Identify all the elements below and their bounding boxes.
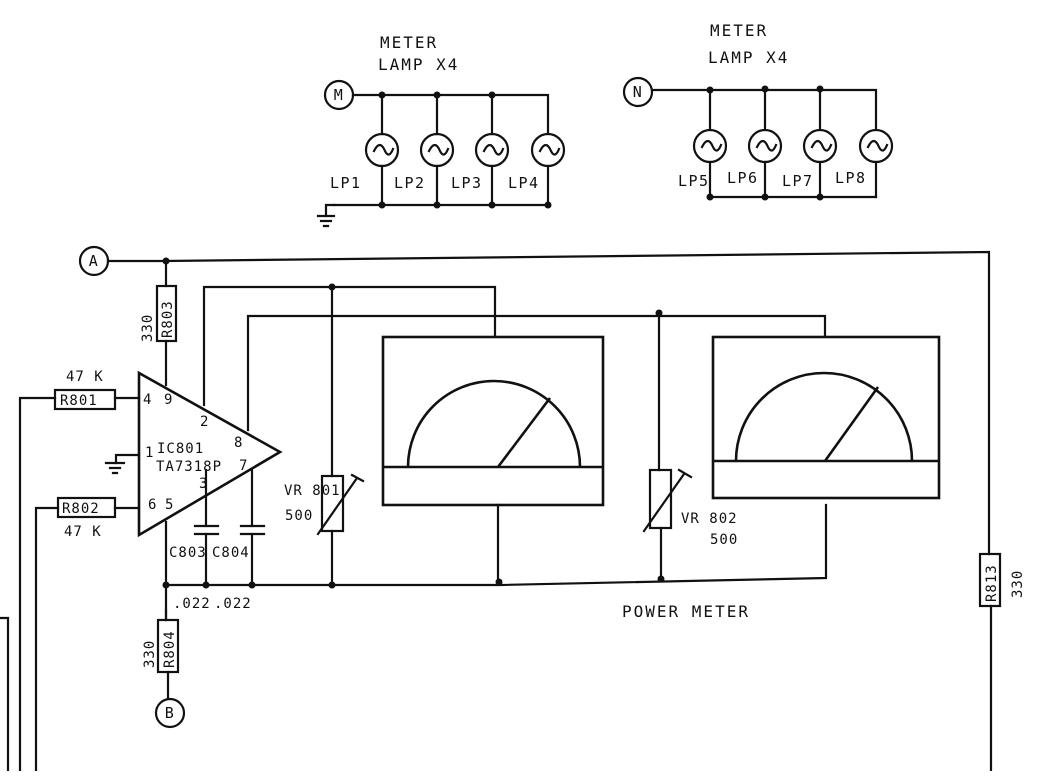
r804-ref: R804 (162, 630, 178, 668)
lamp-lp4-label: LP4 (508, 174, 540, 192)
ic-pin-5: 5 (165, 497, 174, 513)
ic-pin-7: 7 (239, 458, 248, 474)
lamp-lp1-label: LP1 (330, 174, 362, 192)
lamp-group-2: METER LAMP X4 N LP5 LP6 (622, 21, 894, 201)
c804-ref: C804 (212, 545, 250, 561)
lamp-group-2-title-line1: METER (710, 21, 768, 40)
r802-value: 47 K (64, 524, 102, 540)
resistor-r802: R802 47 K (34, 496, 141, 773)
ic801-triangle: IC801 TA7318P 4 9 2 1 8 3 7 6 5 (137, 370, 283, 538)
lamp-group-1-title-line2: LAMP X4 (378, 55, 459, 74)
lamp-lp1-symbol (364, 132, 400, 207)
lamp-lp4-symbol (530, 132, 566, 207)
potentiometer-vr802: VR 802 500 (642, 311, 738, 581)
r804-value: 330 (142, 640, 158, 668)
resistor-r801: 47 K R801 (18, 369, 141, 773)
terminal-a-label: A (89, 252, 100, 270)
power-meter-2 (711, 335, 941, 500)
ic801-part: TA7318P (156, 459, 222, 475)
lamp-lp6-label: LP6 (727, 169, 759, 187)
lamp-group-2-title-line2: LAMP X4 (708, 48, 789, 67)
resistor-r804: R804 330 (142, 608, 180, 700)
lamp-group-2-top-bus (650, 88, 878, 130)
lamp-lp8-label: LP8 (835, 169, 867, 187)
terminal-m-label: M (334, 86, 345, 104)
r801-ref: R801 (60, 393, 98, 409)
lamp-lp8-symbol (858, 128, 894, 199)
r813-ref: R813 (984, 564, 1000, 602)
ground-icon (316, 203, 336, 228)
lamp-lp5-label: LP5 (678, 172, 710, 190)
ic-pin-9: 9 (164, 392, 173, 408)
lamp-lp7-label: LP7 (782, 172, 814, 190)
rail-a-to-r813 (106, 250, 991, 556)
capacitor-c803: C803 .022 (169, 468, 220, 612)
ic801-ref: IC801 (157, 441, 204, 457)
r803-value: 330 (140, 314, 156, 342)
vr802-value: 500 (710, 532, 738, 548)
ic-pin-1: 1 (145, 445, 154, 461)
r813-value: 330 (1010, 570, 1026, 598)
resistor-r813: R813 330 (978, 552, 1026, 773)
r801-value: 47 K (66, 369, 104, 385)
lamp-lp2-label: LP2 (394, 174, 426, 192)
ic-pin-2: 2 (200, 414, 209, 430)
terminal-n-label: N (633, 83, 644, 101)
lamp-lp6-symbol (747, 128, 783, 199)
c803-ref: C803 (169, 545, 207, 561)
terminal-a: A (78, 245, 110, 277)
meter-2-needle (823, 386, 880, 462)
terminal-n-circle (622, 76, 654, 108)
c803-value: .022 (173, 596, 211, 612)
lamp-lp3-symbol (474, 132, 510, 207)
potentiometer-vr801: VR 801 500 (284, 285, 365, 587)
lamp-lp5-symbol (692, 128, 728, 199)
ic-pin-6: 6 (148, 497, 157, 513)
terminal-b-label: B (165, 704, 176, 722)
capacitor-c804: C804 .022 (212, 468, 266, 612)
ic-pin7-wire (246, 314, 827, 432)
r802-ref: R802 (62, 501, 100, 517)
meter-1-needle (496, 397, 552, 468)
ic-pin-3: 3 (199, 476, 208, 492)
lamp-group-1-title-line1: METER (380, 33, 438, 52)
lamp-group-2-drops (708, 87, 822, 131)
meter-2-dial-arc (734, 371, 914, 462)
lamp-lp3-label: LP3 (451, 174, 483, 192)
vr801-ref: VR 801 (284, 483, 341, 499)
vr801-value: 500 (285, 508, 313, 524)
lamp-lp2-symbol (419, 132, 455, 207)
lamp-group-1-top-bus (351, 93, 550, 134)
resistor-r803: R803 330 (140, 259, 178, 387)
ic-pin-4: 4 (143, 392, 152, 408)
lamp-lp7-symbol (802, 128, 838, 199)
ic-pin2-wire (202, 285, 497, 407)
ground-icon (104, 453, 141, 475)
lamp-group-1-drops (380, 93, 494, 136)
left-edge-wire (0, 616, 10, 773)
r803-ref: R803 (160, 300, 176, 338)
c804-value: .022 (214, 596, 252, 612)
ic-pin-8: 8 (234, 435, 243, 451)
vr802-ref: VR 802 (681, 511, 738, 527)
lamp-group-1: METER LAMP X4 M LP1 LP2 (316, 33, 566, 228)
terminal-b: B (154, 697, 186, 729)
power-meter-label: POWER METER (622, 602, 750, 621)
meter-1-dial-arc (406, 379, 582, 468)
power-meter-1 (381, 335, 605, 584)
